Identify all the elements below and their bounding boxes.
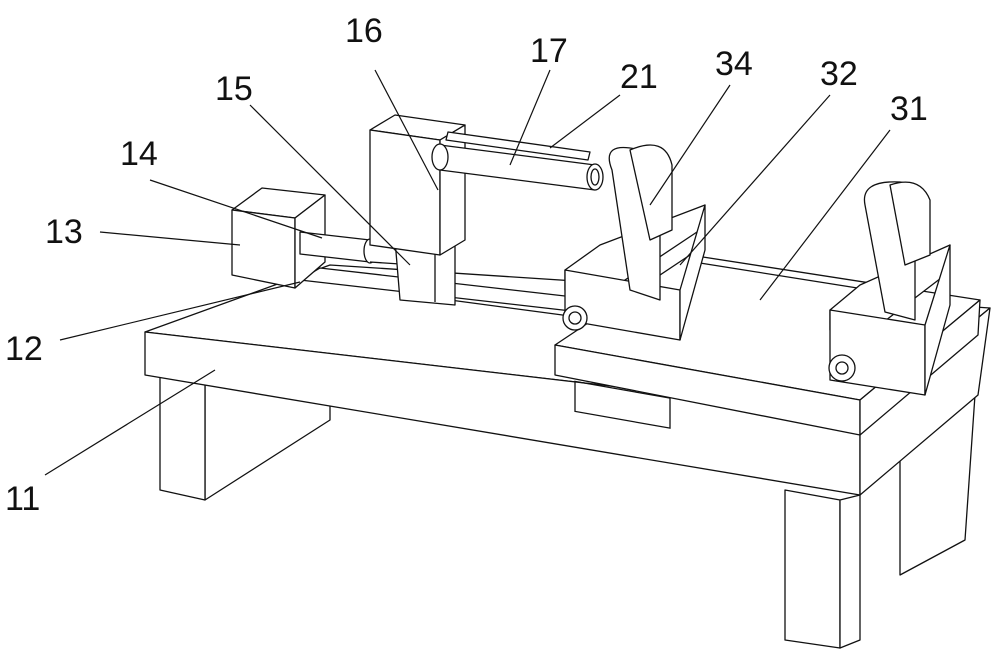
label-15: 15 [215, 70, 253, 108]
label-11: 11 [5, 480, 40, 518]
label-13: 13 [45, 213, 83, 251]
label-12: 12 [5, 330, 43, 368]
label-21: 21 [620, 58, 658, 96]
label-31: 31 [890, 90, 928, 128]
knob-right-icon [829, 355, 855, 381]
label-17: 17 [530, 32, 568, 70]
label-32: 32 [820, 55, 858, 93]
leg-front-left [160, 375, 205, 500]
label-34: 34 [715, 45, 753, 83]
label-16: 16 [345, 12, 383, 50]
leg-front-right-side [840, 495, 860, 648]
knob-left-icon [563, 306, 587, 330]
label-14: 14 [120, 135, 158, 173]
leg-front-right [785, 490, 840, 648]
